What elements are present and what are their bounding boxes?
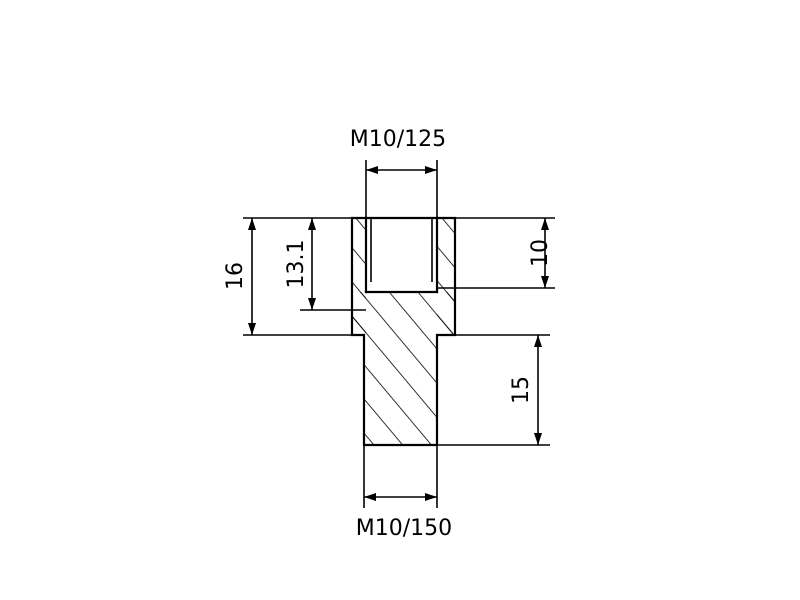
bottom-thread-label: M10/150 bbox=[356, 516, 452, 541]
section-hatching bbox=[352, 218, 455, 445]
dim-top-thread bbox=[365, 160, 438, 218]
bore-depth-label: 13.1 bbox=[284, 240, 309, 289]
overall-height-label: 16 bbox=[223, 262, 248, 290]
lower-height-label: 15 bbox=[509, 376, 534, 404]
dim-lower-height bbox=[437, 334, 550, 446]
top-thread-label: M10/125 bbox=[350, 127, 446, 152]
dim-overall-height bbox=[243, 217, 352, 336]
bore-cavity bbox=[366, 218, 437, 292]
thread-depth-label: 10 bbox=[528, 239, 553, 267]
dim-thread-depth bbox=[437, 217, 555, 289]
dim-bottom-thread bbox=[363, 445, 438, 508]
dim-bore-depth bbox=[300, 218, 366, 311]
